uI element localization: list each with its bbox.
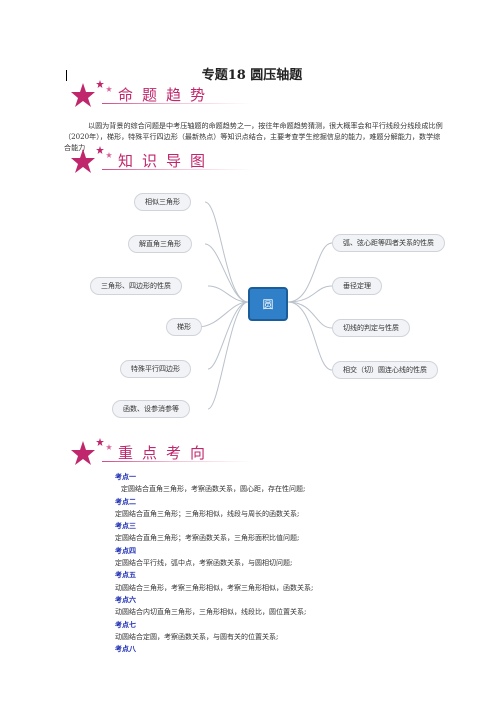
key-point-label: 考点四 [115,545,136,555]
key-point-label: 考点六 [115,594,136,604]
mindmap-node-left: 特殊平行四边形 [120,360,191,378]
mindmap-node-right: 切线的判定与性质 [332,319,410,337]
section-guide-header: 知识导图 [70,146,270,173]
key-point-label: 考点七 [115,619,136,629]
mindmap-node-right: 垂径定理 [332,277,382,295]
key-points-list: 考点一 定圆结合直角三角形，考察函数关系，圆心距，存在性问题; 考点二 定圆结合… [115,471,415,655]
section-title-points: 重点考向 [118,444,215,462]
key-point-text: 动圆结合三角形，考察三角形相似，考察三角形相似，函数关系; [115,583,314,592]
mindmap-node-left: 函数、设参消参等 [112,400,190,418]
small-star-icon [96,438,104,446]
trend-paragraph: 以圆为背景的综合问题是中考压轴题的命题趋势之一，按往年命题趋势猜测，很大概率会和… [64,121,443,152]
key-point-label: 考点五 [115,570,136,580]
section-title-trend: 命题趋势 [118,86,215,104]
key-point-text: 定圆结合平行线，弧中点，考察函数关系，与圆相切问题; [115,559,293,568]
key-point-text: 定圆结合直角三角形；考察函数关系，三角形面积比值问题; [115,534,300,543]
key-point-text: 动圆结合内切直角三角形，三角形相似，线段比，圆位置关系; [115,608,307,617]
key-point-text: 定圆结合直角三角形，考察函数关系，圆心距，存在性问题; [121,485,306,494]
mind-map-connectors [197,201,333,410]
key-point-label: 考点八 [115,644,136,654]
mindmap-node-right: 相交（切）圆连心线的性质 [332,361,438,379]
star-icon [71,441,95,465]
small-star-icon [106,444,112,450]
mind-map: 相似三角形 解直角三角形 三角形、四边形的性质 梯形 特殊平行四边形 函数、设参… [90,182,474,422]
text-cursor [66,70,67,81]
section-underline [102,461,252,462]
section-points-header: 重点考向 [70,438,270,465]
small-star-icon [96,80,104,88]
mindmap-node-left: 梯形 [166,318,202,336]
section-underline [102,103,252,104]
section-title-guide: 知识导图 [118,152,215,170]
key-point-label: 考点三 [115,521,136,531]
small-star-icon [106,86,112,92]
key-point-text: 动圆结合定圆，考察函数关系，与圆有关的位置关系; [115,632,279,641]
mindmap-center-node: 圆 [248,287,288,321]
small-star-icon [106,152,112,158]
small-star-icon [96,146,104,154]
mindmap-node-left: 三角形、四边形的性质 [90,277,182,295]
star-icon [71,149,95,173]
key-point-label: 考点一 [115,472,136,481]
key-point-label: 考点二 [115,496,136,506]
section-underline [102,169,252,170]
mindmap-node-left: 解直角三角形 [128,235,192,253]
document-title: 专题18 圆压轴题 [201,68,303,83]
mindmap-node-right: 弧、弦心距等四者关系的性质 [332,234,445,252]
mindmap-node-left: 相似三角形 [134,193,191,211]
section-trend-header: 命题趋势 [70,80,270,107]
key-point-text: 定圆结合直角三角形；三角形相似，线段与周长的函数关系; [115,509,300,518]
star-icon [71,83,95,107]
